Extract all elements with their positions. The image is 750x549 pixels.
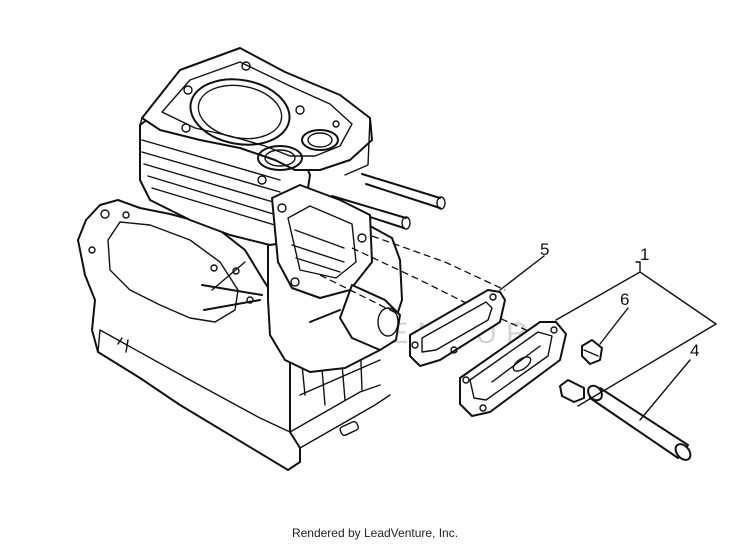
callout-5: 5: [540, 240, 549, 259]
render-credit: Rendered by LeadVenture, Inc.: [291, 526, 459, 540]
callouts: 5 1 6 4: [540, 240, 699, 360]
part-6-fitting: [559, 339, 603, 403]
callout-6: 6: [620, 290, 629, 309]
breather-cover: [459, 321, 567, 417]
cylinder-block: [139, 47, 373, 246]
leader-lines: [499, 255, 717, 421]
callout-4: 4: [690, 341, 699, 360]
callout-1: 1: [640, 245, 649, 264]
breather-port-flange: [271, 184, 401, 351]
part-5-gasket: [409, 289, 506, 367]
part-4-tube: [587, 384, 692, 461]
assembly-lines: [319, 235, 561, 346]
